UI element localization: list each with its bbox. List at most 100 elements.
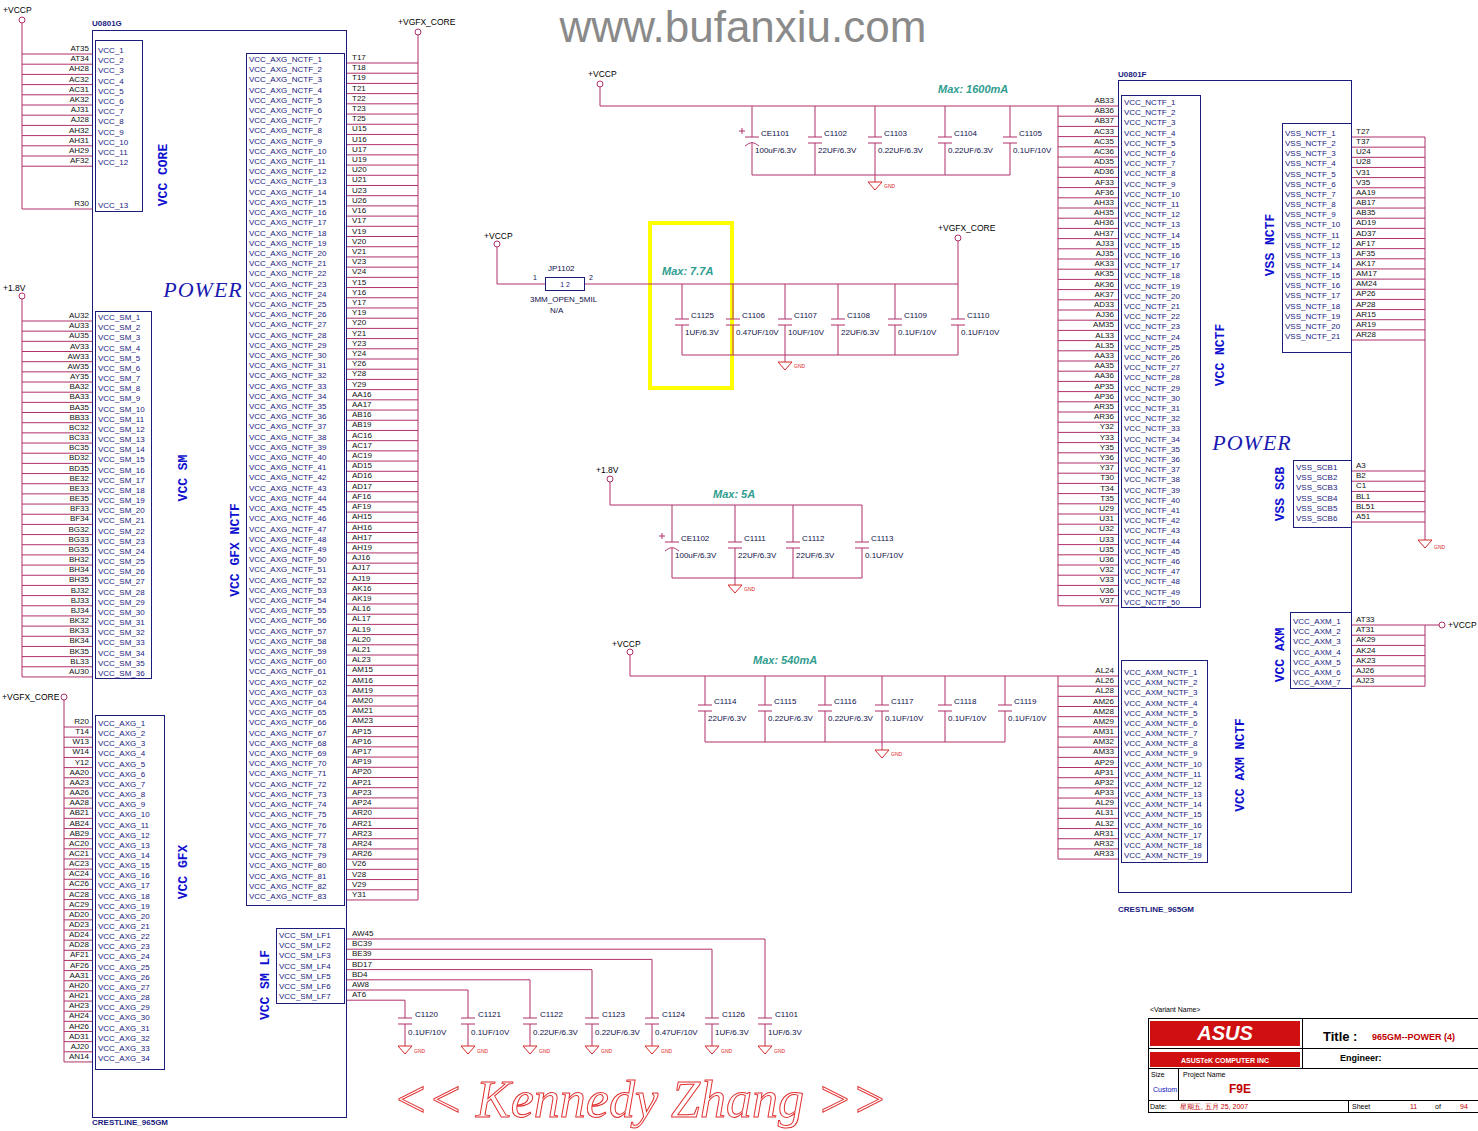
pin-number: AD24 <box>69 931 89 939</box>
pin-name: VCC_AXM_NCTF_18 <box>1124 842 1202 850</box>
pin-name: VSS_NCTF_20 <box>1285 323 1340 331</box>
pin-name: VCC_AXG_NCTF_12 <box>249 168 326 176</box>
pin-number: AH17 <box>352 534 372 542</box>
pin-name: VCC_AXG_32 <box>98 1035 150 1043</box>
pin-number: AL19 <box>352 626 371 634</box>
pin-number: AD31 <box>69 1033 89 1041</box>
wire <box>815 143 816 175</box>
wire <box>882 676 883 705</box>
wire <box>347 1000 405 1001</box>
pin-name: VCC_SM_28 <box>98 589 145 597</box>
power-heading: POWER <box>1212 432 1292 454</box>
pin-number: 1 <box>533 274 537 281</box>
wire <box>22 209 92 210</box>
pin-name: VCC_SM_24 <box>98 548 145 556</box>
author-watermark: << Kennedy Zhang >> <box>393 1074 887 1126</box>
pin-name: VCC_AXG_NCTF_56 <box>249 617 326 625</box>
pin-number: AH36 <box>1094 219 1114 227</box>
ground-symbol <box>461 1046 475 1054</box>
pin-name: VCC_AXM_NCTF_2 <box>1124 679 1197 687</box>
rail-terminal <box>61 694 67 700</box>
ground-label: GND <box>601 1049 612 1054</box>
pin-name: VCC_AXG_6 <box>98 771 145 779</box>
pin-number: AL16 <box>352 605 371 613</box>
pin-name: VCC_SM_LF2 <box>279 942 331 950</box>
wire <box>405 1024 406 1046</box>
pin-number: V33 <box>1100 576 1114 584</box>
pin-number: AD17 <box>352 483 372 491</box>
pin-number: AB16 <box>352 411 372 419</box>
pin-name: VCC_NCTF_45 <box>1124 548 1180 556</box>
pin-number: AU32 <box>69 312 89 320</box>
title-block-text: Date: <box>1150 1103 1167 1110</box>
pin-name: VCC_AXG_1 <box>98 720 145 728</box>
pin-number: AM15 <box>352 666 373 674</box>
pin-name: VCC_SM_27 <box>98 578 145 586</box>
pin-number: AF17 <box>1356 240 1375 248</box>
part-label: 1UF/6.3V <box>768 1029 802 1037</box>
pin-name: VCC_SM_LF5 <box>279 973 331 981</box>
pin-name: VCC_AXG_NCTF_43 <box>249 485 326 493</box>
logo-plate <box>1150 1021 1300 1046</box>
pin-number: V28 <box>352 871 366 879</box>
pin-number: Y20 <box>352 319 366 327</box>
pin-number: AR32 <box>1094 840 1114 848</box>
pin-name: VCC_AXG_NCTF_14 <box>249 189 326 197</box>
pin-number: AL33 <box>1095 332 1114 340</box>
pin-number: AH29 <box>69 147 89 155</box>
pin-number: R30 <box>74 200 89 208</box>
part-label: 3MM_OPEN_5MIL <box>530 296 597 304</box>
pin-number: AP31 <box>1094 769 1114 777</box>
pin-name: VCC_4 <box>98 78 124 86</box>
pin-name: VCC_AXG_24 <box>98 953 150 961</box>
pin-number: AA17 <box>352 401 372 409</box>
group-heading: VCC AXM NCTF <box>1234 718 1247 812</box>
pin-name: VCC_AXG_2 <box>98 730 145 738</box>
pin-number: BL51 <box>1356 503 1375 511</box>
pin-name: VCC_AXG_16 <box>98 872 150 880</box>
pin-number: AC28 <box>69 891 89 899</box>
pin-number: AP29 <box>1094 759 1114 767</box>
title-rule <box>1178 1068 1179 1100</box>
pin-number: BA33 <box>69 393 89 401</box>
pin-number: AC17 <box>352 442 372 450</box>
company-logo: ASUS <box>1197 1023 1253 1043</box>
pin-name: VCC_AXG_NCTF_57 <box>249 628 326 636</box>
pin-name: VCC_NCTF_28 <box>1124 374 1180 382</box>
part-label: 1UF/6.3V <box>685 329 719 337</box>
pin-name: VSS_NCTF_13 <box>1285 252 1340 260</box>
pin-name: VCC_AXG_15 <box>98 862 150 870</box>
pin-name: VCC_NCTF_9 <box>1124 181 1176 189</box>
rail-label: +VCCP <box>1448 621 1477 630</box>
wire <box>888 319 902 320</box>
pin-number: Y19 <box>352 309 366 317</box>
wire <box>1005 676 1006 705</box>
company-plate <box>1150 1052 1300 1067</box>
pin-name: VCC_NCTF_6 <box>1124 150 1176 158</box>
pin-number: AP26 <box>1356 290 1376 298</box>
pin-name: VCC_AXM_4 <box>1293 649 1341 657</box>
pin-number: AB24 <box>69 820 89 828</box>
pin-number: BH35 <box>69 576 89 584</box>
pin-name: VCC_AXG_NCTF_31 <box>249 362 326 370</box>
pin-number: BH34 <box>69 566 89 574</box>
wire <box>825 676 826 705</box>
title-block-text: Size <box>1151 1071 1165 1078</box>
pin-number: AM20 <box>352 697 373 705</box>
pin-name: VCC_NCTF_7 <box>1124 160 1176 168</box>
pin-name: VCC_AXG_21 <box>98 923 150 931</box>
pin-name: VCC_AXM_NCTF_3 <box>1124 689 1197 697</box>
wire <box>347 979 530 980</box>
rail-terminal <box>415 29 421 35</box>
pin-name: VCC_AXG_NCTF_62 <box>249 679 326 687</box>
wire <box>945 143 946 175</box>
wire <box>882 711 883 742</box>
pin-number: AP21 <box>352 779 372 787</box>
pin-name: VCC_AXG_NCTF_6 <box>249 107 322 115</box>
wire <box>793 548 794 578</box>
part-label: C1120 <box>415 1011 438 1019</box>
pin-name: VCC_SM_22 <box>98 528 145 536</box>
pin-number: W13 <box>73 738 89 746</box>
chip-label: CRESTLINE_965GM <box>92 1119 168 1127</box>
wire <box>815 106 816 137</box>
